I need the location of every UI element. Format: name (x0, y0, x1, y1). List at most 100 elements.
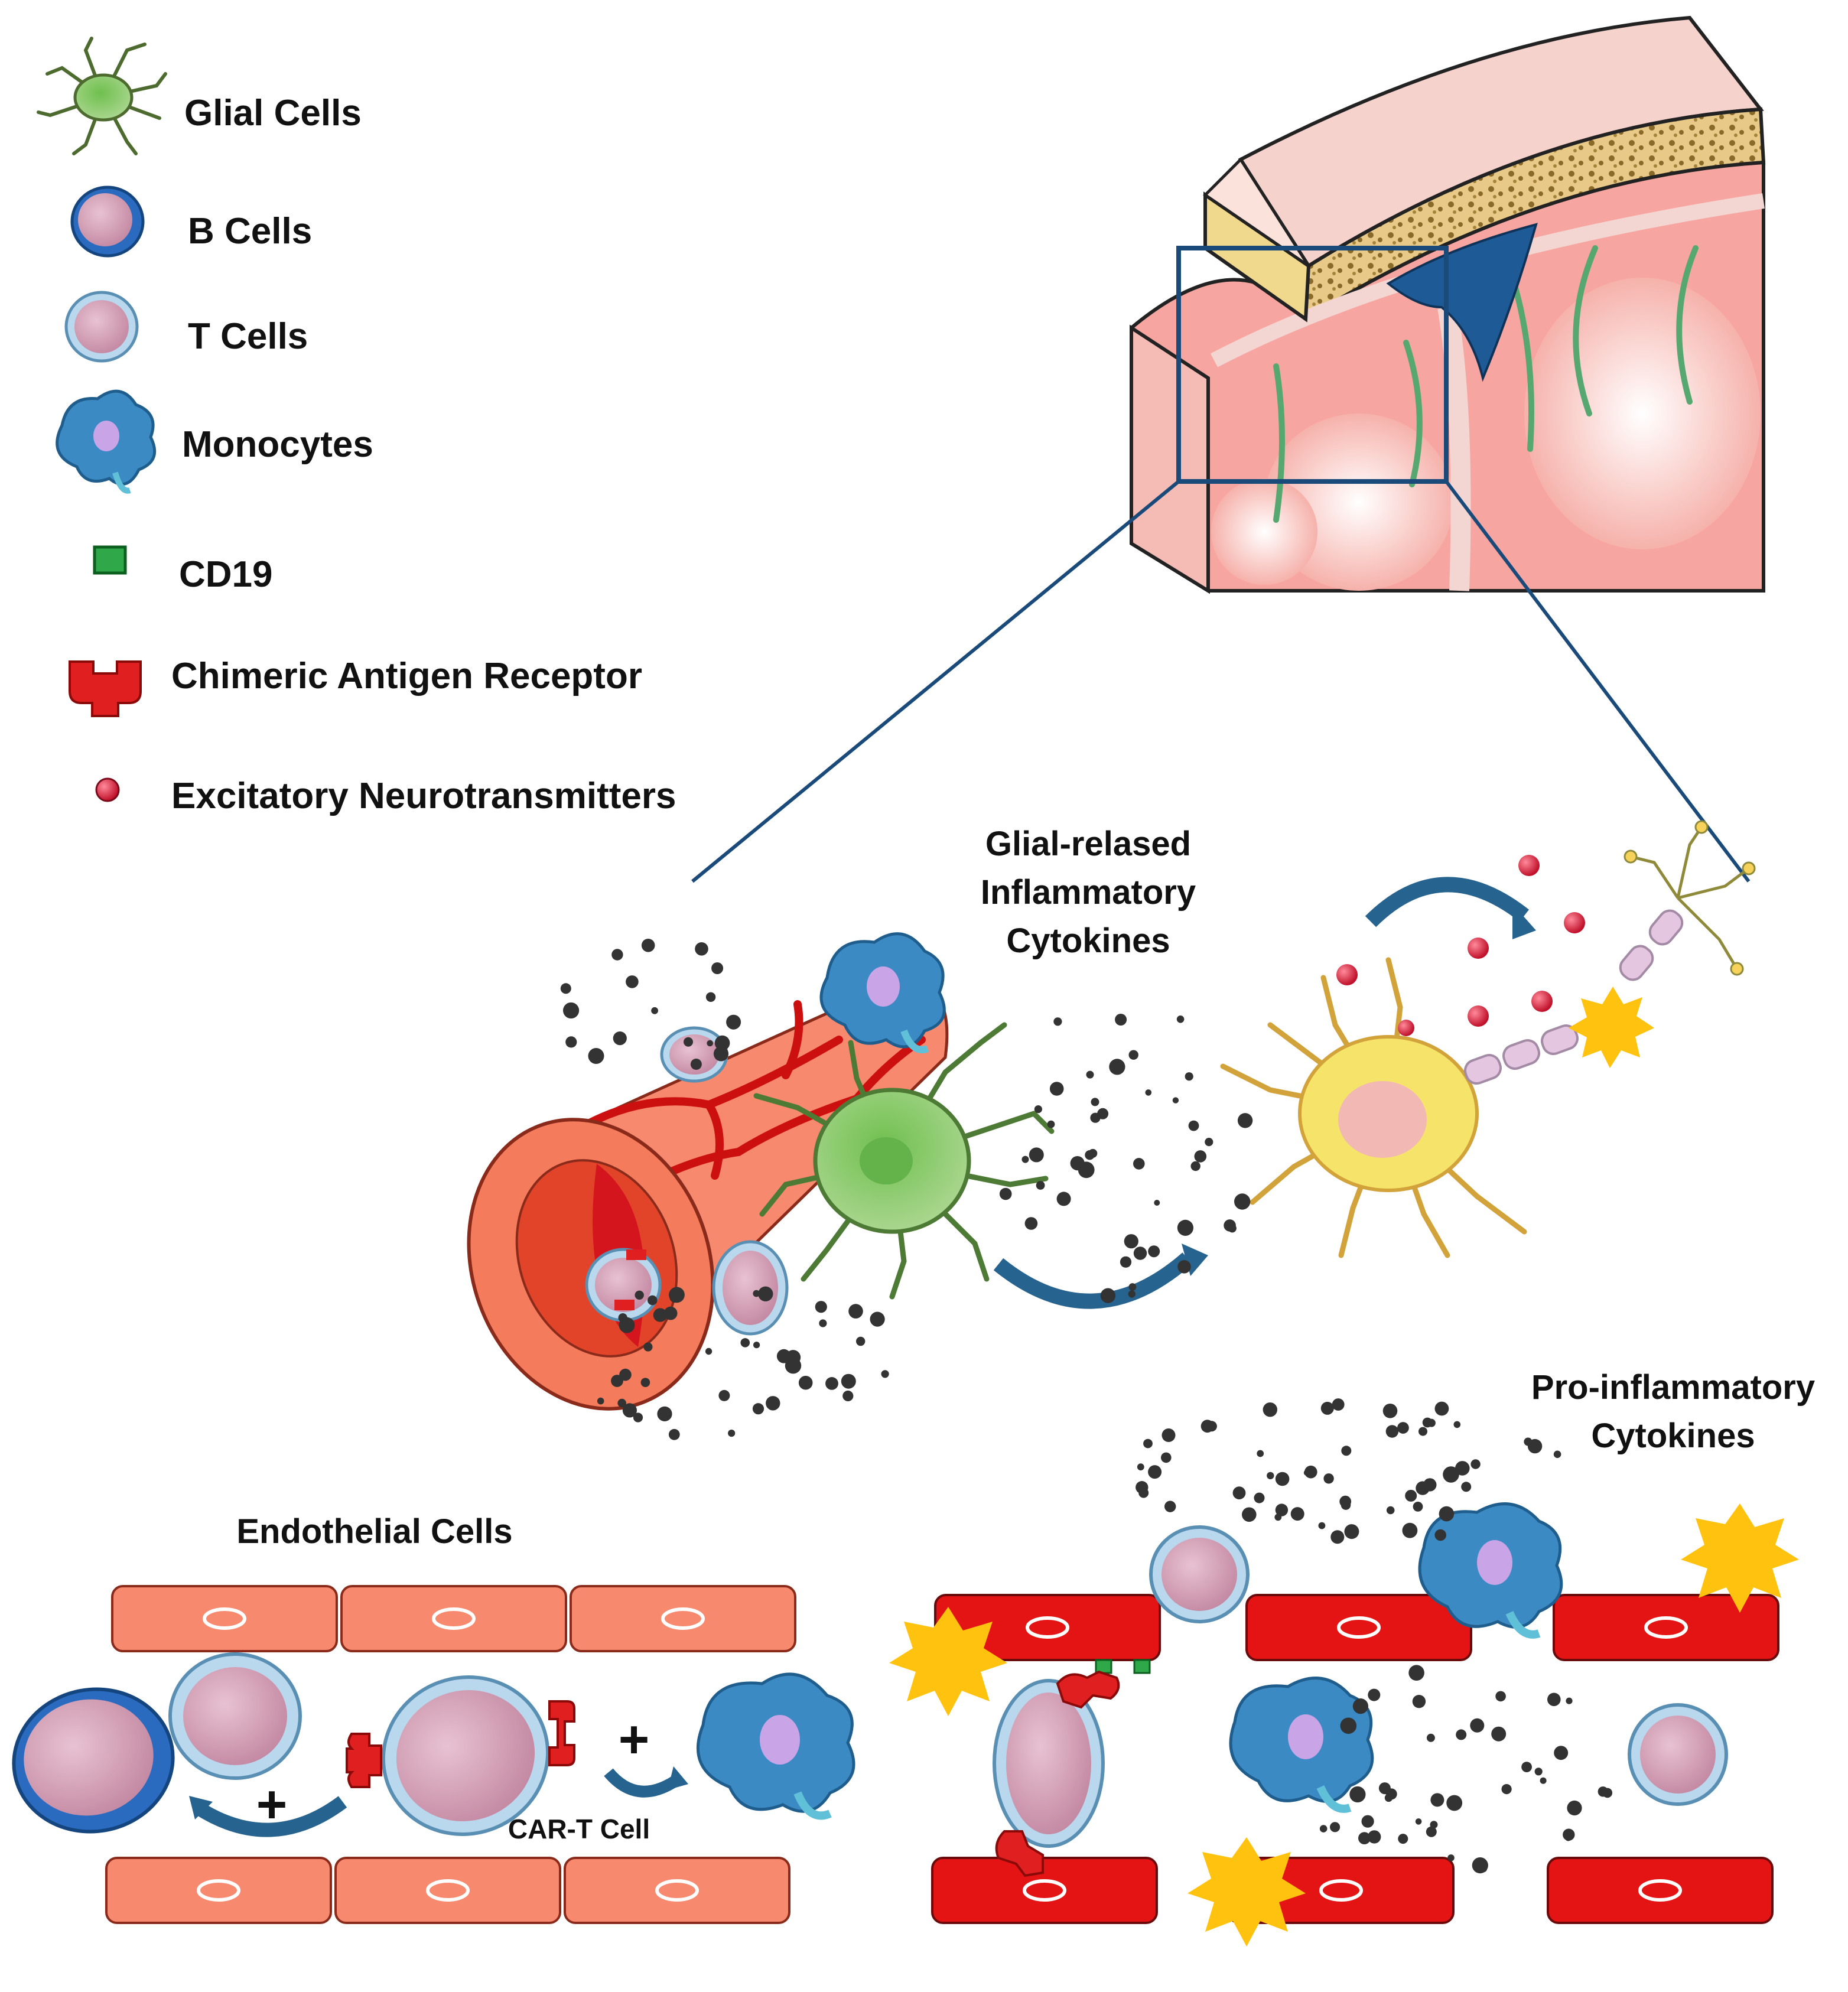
zoom-box (1176, 246, 1449, 484)
legend-neurotransmitter-label: Excitatory Neurotransmitters (171, 776, 676, 816)
cytokine-dot (648, 1295, 658, 1306)
cytokine-dot (1566, 1697, 1573, 1704)
legend-cd19-icon (93, 545, 127, 575)
cytokine-dot (1434, 1529, 1446, 1541)
cytokine-dot (1368, 1688, 1381, 1701)
cytokine-dot (622, 1403, 637, 1418)
cytokine-dot (752, 1403, 764, 1415)
cytokine-dot (1267, 1472, 1274, 1480)
endothelial-label: Endothelial Cells (236, 1512, 512, 1551)
legend-monocyte-icon (56, 389, 157, 494)
cytokine-dot (560, 983, 571, 994)
cytokine-dot (1154, 1200, 1160, 1206)
cytokine-dot (563, 1002, 580, 1019)
cytokine-dot (1470, 1718, 1485, 1733)
cytokine-dot (1415, 1818, 1422, 1825)
glial-label-line3: Cytokines (1006, 922, 1170, 960)
cytokine-dot (1128, 1290, 1136, 1298)
cytokine-dot (695, 942, 708, 956)
legend-car-icon (69, 660, 142, 717)
cytokine-dot (707, 1040, 713, 1047)
cytokine-dot (1413, 1502, 1423, 1512)
cytokine-dot (1185, 1072, 1193, 1081)
cytokine-dot (1164, 1500, 1176, 1512)
glial-label-line2: Inflammatory (981, 873, 1196, 912)
cytokine-dot (1232, 1486, 1246, 1500)
cytokine-dot (1563, 1828, 1575, 1841)
legend-glial-icon (37, 37, 167, 155)
cytokine-dot (1085, 1150, 1095, 1160)
cytokine-dot (1148, 1465, 1162, 1479)
cytokine-dot (1480, 1865, 1488, 1873)
cytokine-dot (1397, 1422, 1409, 1434)
cytokine-dot (643, 1342, 653, 1352)
cytokine-dot (1133, 1246, 1147, 1260)
cytokine-dot (1053, 1017, 1062, 1026)
legend-tcell-icon (64, 291, 139, 363)
cytokine-dot (1036, 1181, 1045, 1190)
cytokine-dot (815, 1301, 827, 1313)
cytokine-dot (1378, 1782, 1391, 1795)
cytokine-dot (841, 1373, 856, 1389)
cytokine-dot (1323, 1473, 1334, 1484)
cytokine-dot (1382, 1404, 1398, 1418)
cytokine-dot (881, 1370, 889, 1378)
cytokine-dot (1128, 1050, 1138, 1060)
cytokine-dot (1109, 1059, 1125, 1075)
brain-section (1130, 15, 1766, 594)
cytokine-dot (1318, 1522, 1326, 1529)
cytokine-dot (1540, 1777, 1547, 1784)
cytokine-dot (1524, 1437, 1533, 1446)
endothelium-normal (105, 1585, 796, 1924)
interaction-arrow-right-head (668, 1766, 688, 1790)
cytokine-dot (1100, 1288, 1116, 1303)
cytokine-dot (1133, 1158, 1145, 1170)
cytokine-dot (1070, 1156, 1085, 1171)
cytokine-dot (668, 1428, 680, 1440)
endothelium-inflamed (931, 1594, 1779, 1924)
cytokine-dot (1176, 1015, 1185, 1023)
damage-stars (889, 1503, 1799, 1947)
legend: Glial Cells B Cells T Cells Monocytes CD… (37, 37, 676, 816)
cytokine-dot (1303, 1470, 1310, 1476)
cart-cell (346, 1675, 575, 1836)
cytokine-dot (653, 1308, 668, 1322)
interaction-arrow-left (194, 1796, 347, 1837)
cytokine-dot (1398, 1834, 1408, 1844)
cytokine-dot (1521, 1762, 1533, 1773)
monocyte-inflamed-top (1418, 1502, 1563, 1639)
cytokine-dot (1137, 1463, 1144, 1471)
cytokine-dot (1148, 1245, 1160, 1258)
cytokine-dot (663, 1306, 678, 1320)
cytokine-dot (1021, 1156, 1029, 1163)
cytokine-dot (1124, 1234, 1138, 1249)
legend-tcell-label: T Cells (188, 316, 308, 357)
cytokine-dot (1547, 1692, 1561, 1707)
legend-neurotransmitter-icon (95, 777, 120, 802)
cytokine-dot (635, 1290, 644, 1300)
cytokine-dot (1341, 1446, 1352, 1456)
cytokine-dot (1453, 1421, 1461, 1428)
cytokine-dot (1426, 1733, 1435, 1742)
axon-damage-star (1569, 987, 1654, 1068)
cytokine-dot (1418, 1427, 1427, 1436)
cytokine-dot (651, 1007, 658, 1014)
cytokine-dot (1332, 1398, 1345, 1411)
cytokine-dot (1205, 1138, 1213, 1147)
cytokine-dot (690, 1059, 702, 1070)
cytokine-dot (1034, 1105, 1042, 1114)
cytokine-dot (1427, 1418, 1436, 1427)
cytokine-dot (1344, 1524, 1359, 1539)
cytokine-dot (1138, 1488, 1149, 1498)
cytokine-dot (1385, 1425, 1399, 1438)
cytokine-dot (1443, 1466, 1459, 1483)
cytokine-dot (1188, 1120, 1199, 1131)
cytokine-dot (1352, 1698, 1368, 1714)
cytokine-dot (1339, 1495, 1352, 1508)
axon (1464, 820, 1756, 1085)
cytokine-dot (1439, 1506, 1455, 1522)
cytokine-dot (1446, 1795, 1463, 1811)
cytokine-dot (1275, 1503, 1289, 1516)
cytokine-dot (565, 1036, 577, 1048)
